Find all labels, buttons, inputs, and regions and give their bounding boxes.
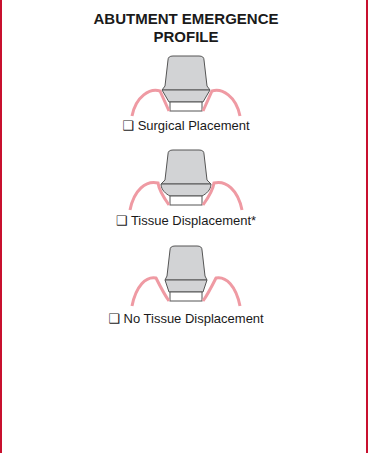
checkbox-label: ❑ Tissue Displacement* — [116, 213, 256, 229]
checkbox-label: ❑ Surgical Placement — [122, 118, 249, 134]
abutment-no-displacement — [132, 246, 240, 306]
checkbox-label: ❑ No Tissue Displacement — [108, 311, 263, 327]
abutment-tissue-displacement — [130, 150, 242, 210]
abutment-surgical — [132, 56, 240, 116]
diagram-title: ABUTMENT EMERGENCE PROFILE — [76, 10, 296, 46]
